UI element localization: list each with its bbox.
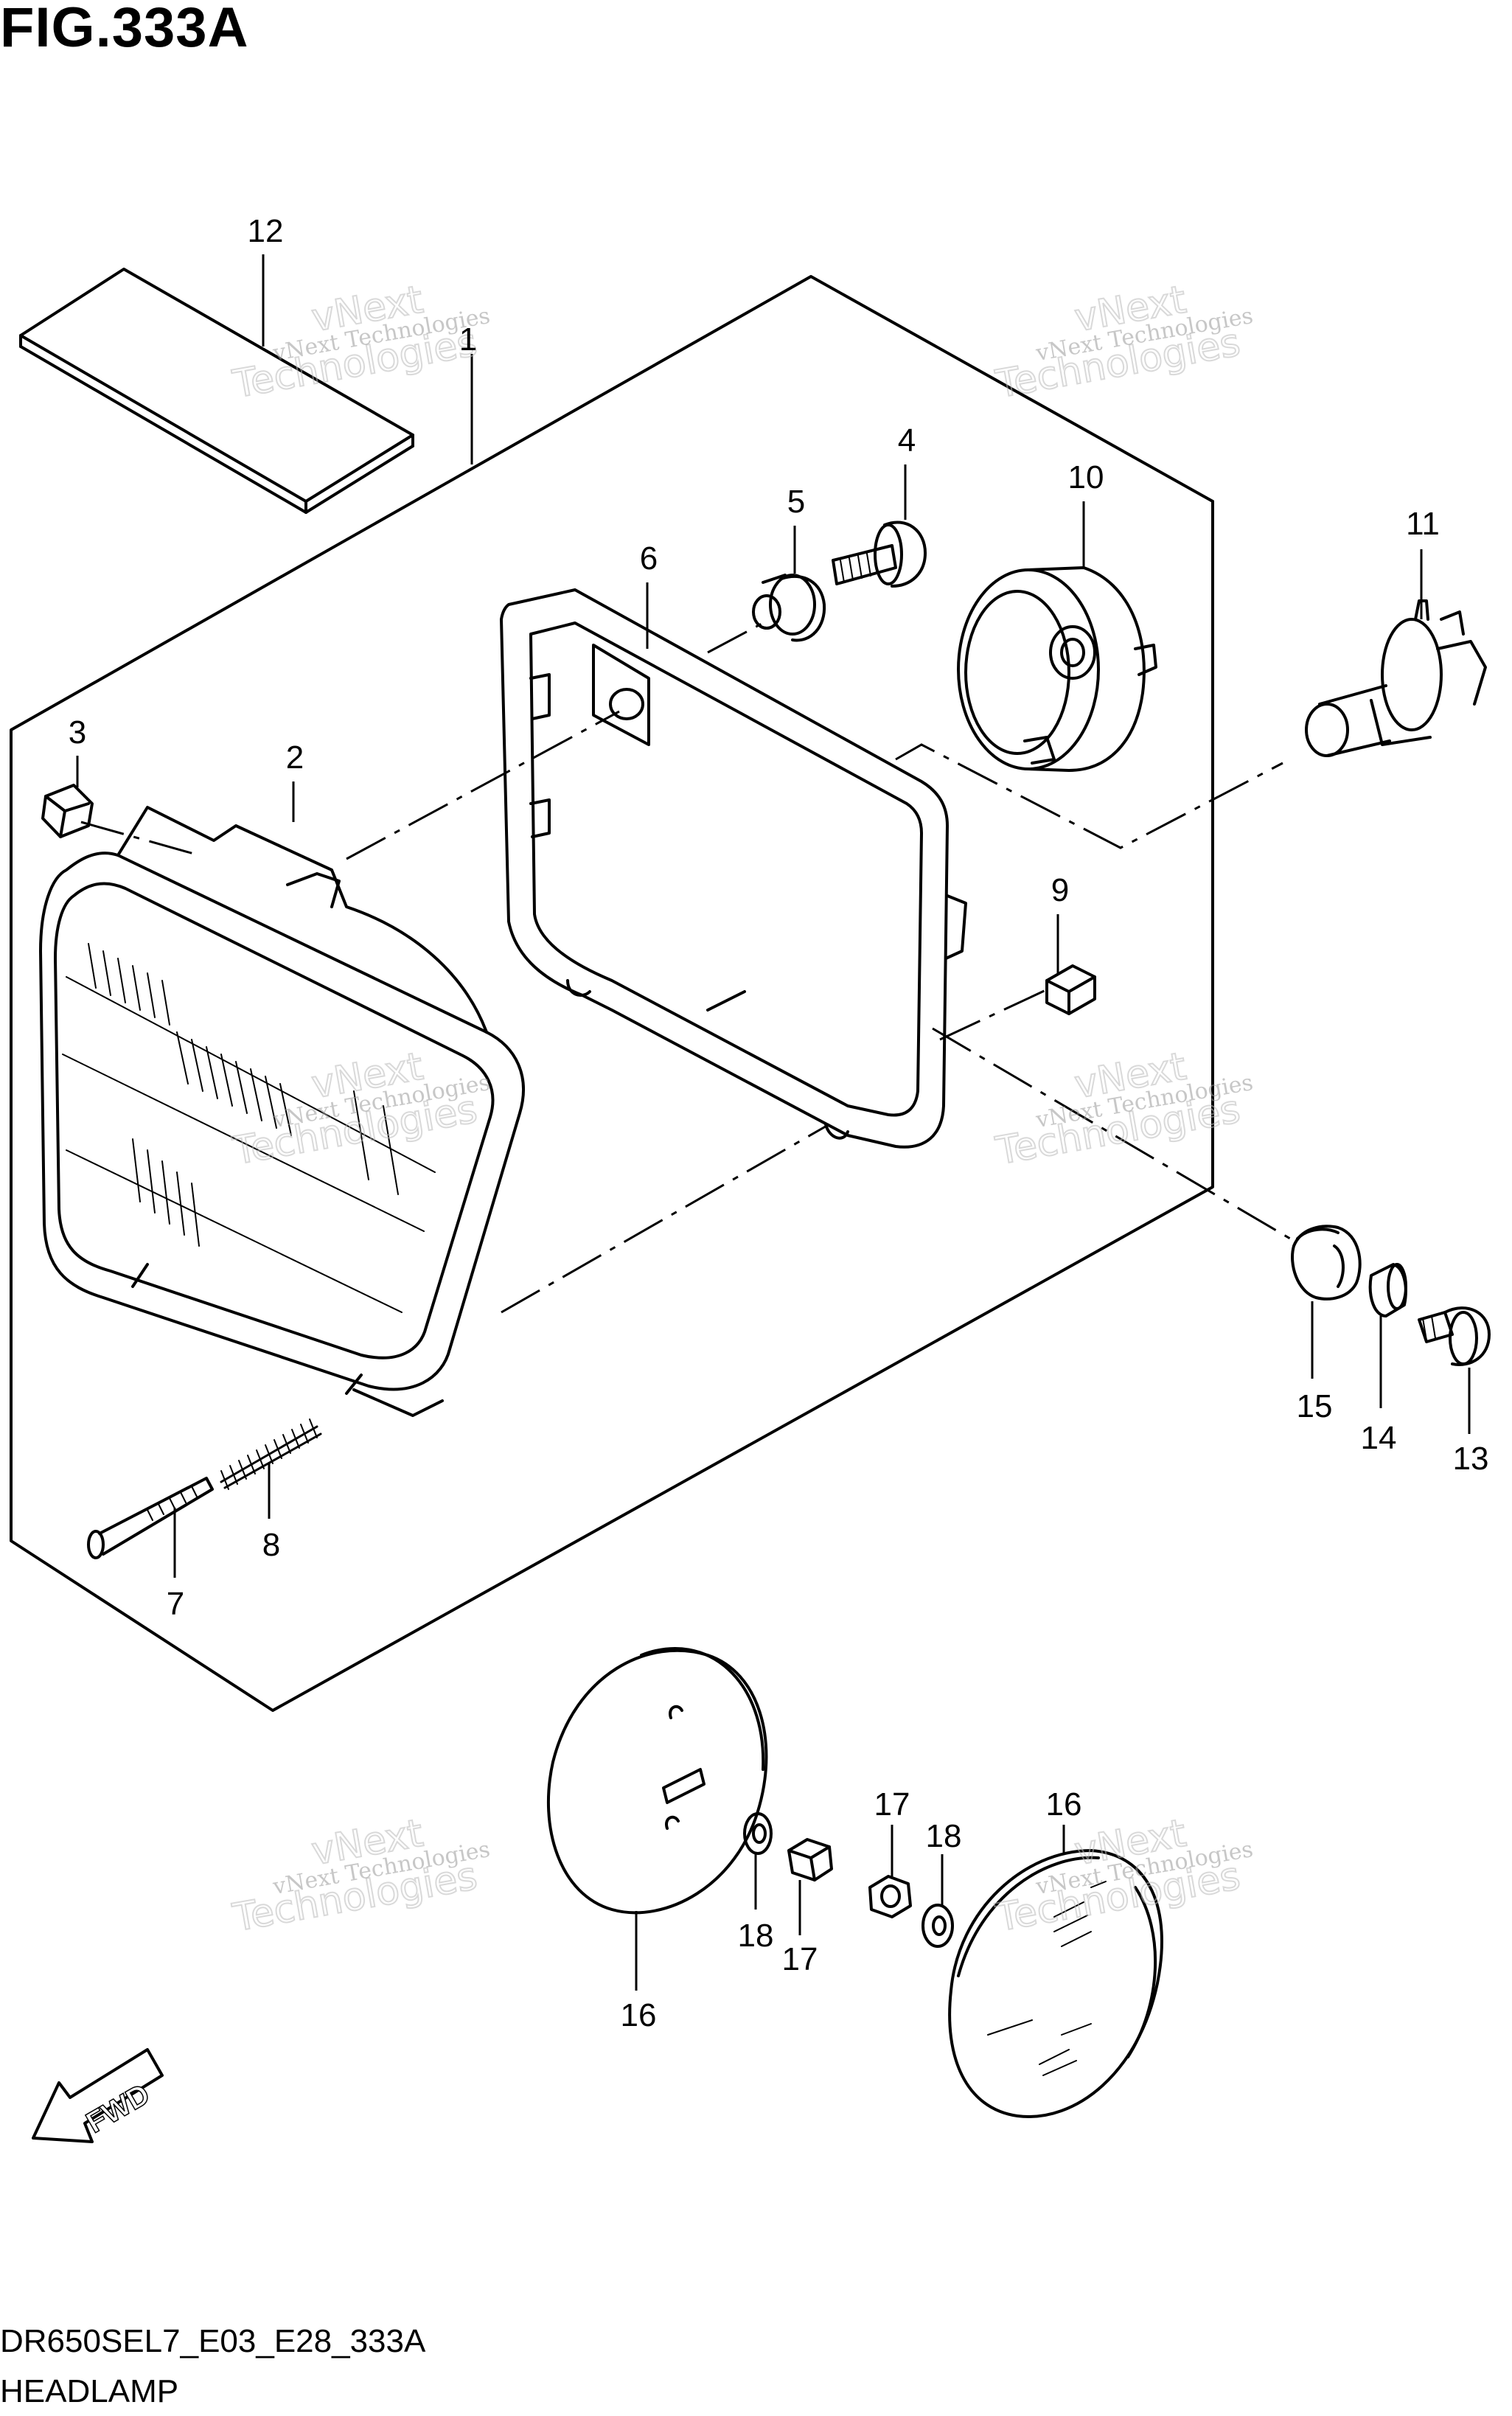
callout-8: 8	[262, 1527, 280, 1563]
callout-13: 13	[1453, 1441, 1489, 1477]
callout-12: 12	[248, 213, 284, 249]
part-17-nut-right	[868, 1875, 912, 1918]
callout-18a: 18	[926, 1818, 962, 1854]
part-16-rear-cover-left	[547, 1646, 768, 1915]
callout-3: 3	[69, 714, 86, 751]
part-12-label-sheet	[19, 268, 414, 514]
part-17-nut-left	[787, 1838, 833, 1881]
diagram-name: HEADLAMP	[0, 2373, 179, 2409]
callout-18b: 18	[738, 1918, 774, 1954]
assembly-line-12-1	[80, 821, 200, 857]
callout-6: 6	[640, 540, 658, 577]
callout-15: 15	[1297, 1388, 1333, 1424]
callout-16a: 16	[1046, 1786, 1082, 1823]
part-9-nut	[1045, 964, 1096, 1015]
part-6-housing-frame	[500, 588, 967, 1149]
part-14-collar	[1368, 1263, 1407, 1317]
part-3-speed-nut	[41, 784, 94, 838]
fwd-label: FWD	[81, 2078, 156, 2140]
callout-17a: 17	[874, 1786, 910, 1823]
callout-7: 7	[167, 1586, 184, 1622]
part-2-headlamp-unit	[39, 806, 525, 1417]
part-13-bolt	[1418, 1306, 1491, 1366]
part-15-grommet	[1291, 1225, 1362, 1301]
callout-14: 14	[1361, 1420, 1397, 1456]
part-10-socket-cover	[957, 566, 1157, 772]
callout-9: 9	[1051, 872, 1069, 908]
assembly-line-10-11	[895, 743, 1283, 849]
part-5-grommet	[752, 574, 826, 642]
part-18-washer-right	[922, 1904, 954, 1948]
part-4-bolt	[832, 521, 927, 588]
callout-17b: 17	[782, 1941, 818, 1977]
assembly-line-9-6	[939, 986, 1051, 1041]
assembly-boundary	[10, 275, 1214, 1712]
part-8-spring	[220, 1418, 322, 1490]
part-18-washer-left	[743, 1812, 773, 1855]
callout-11: 11	[1406, 506, 1440, 542]
part-7-adjusting-screw	[87, 1477, 214, 1559]
assembly-line-2-6	[346, 710, 620, 860]
assembly-line-5-6	[707, 622, 764, 654]
diagram-code: DR650SEL7_E03_E28_333A	[0, 2323, 426, 2359]
callouts: 12 1 4 5 10 11 6 3 2 9 15 14 13 8 7 17 1…	[69, 213, 1489, 2033]
callout-2: 2	[286, 739, 304, 776]
callout-1: 1	[459, 321, 477, 358]
callout-4: 4	[898, 422, 916, 459]
callout-5: 5	[787, 484, 805, 520]
callout-10: 10	[1068, 459, 1104, 495]
part-11-halogen-bulb	[1305, 599, 1487, 757]
figure-title: FIG.333A	[0, 0, 249, 59]
callout-16b: 16	[621, 1997, 657, 2033]
assembly-line-2-6-lower	[501, 1123, 830, 1314]
fwd-arrow	[32, 2048, 164, 2143]
part-16-front-cover-right	[948, 1849, 1163, 2118]
watermark-group: vNext Technologies vNext Technologies vN…	[229, 277, 1255, 1941]
